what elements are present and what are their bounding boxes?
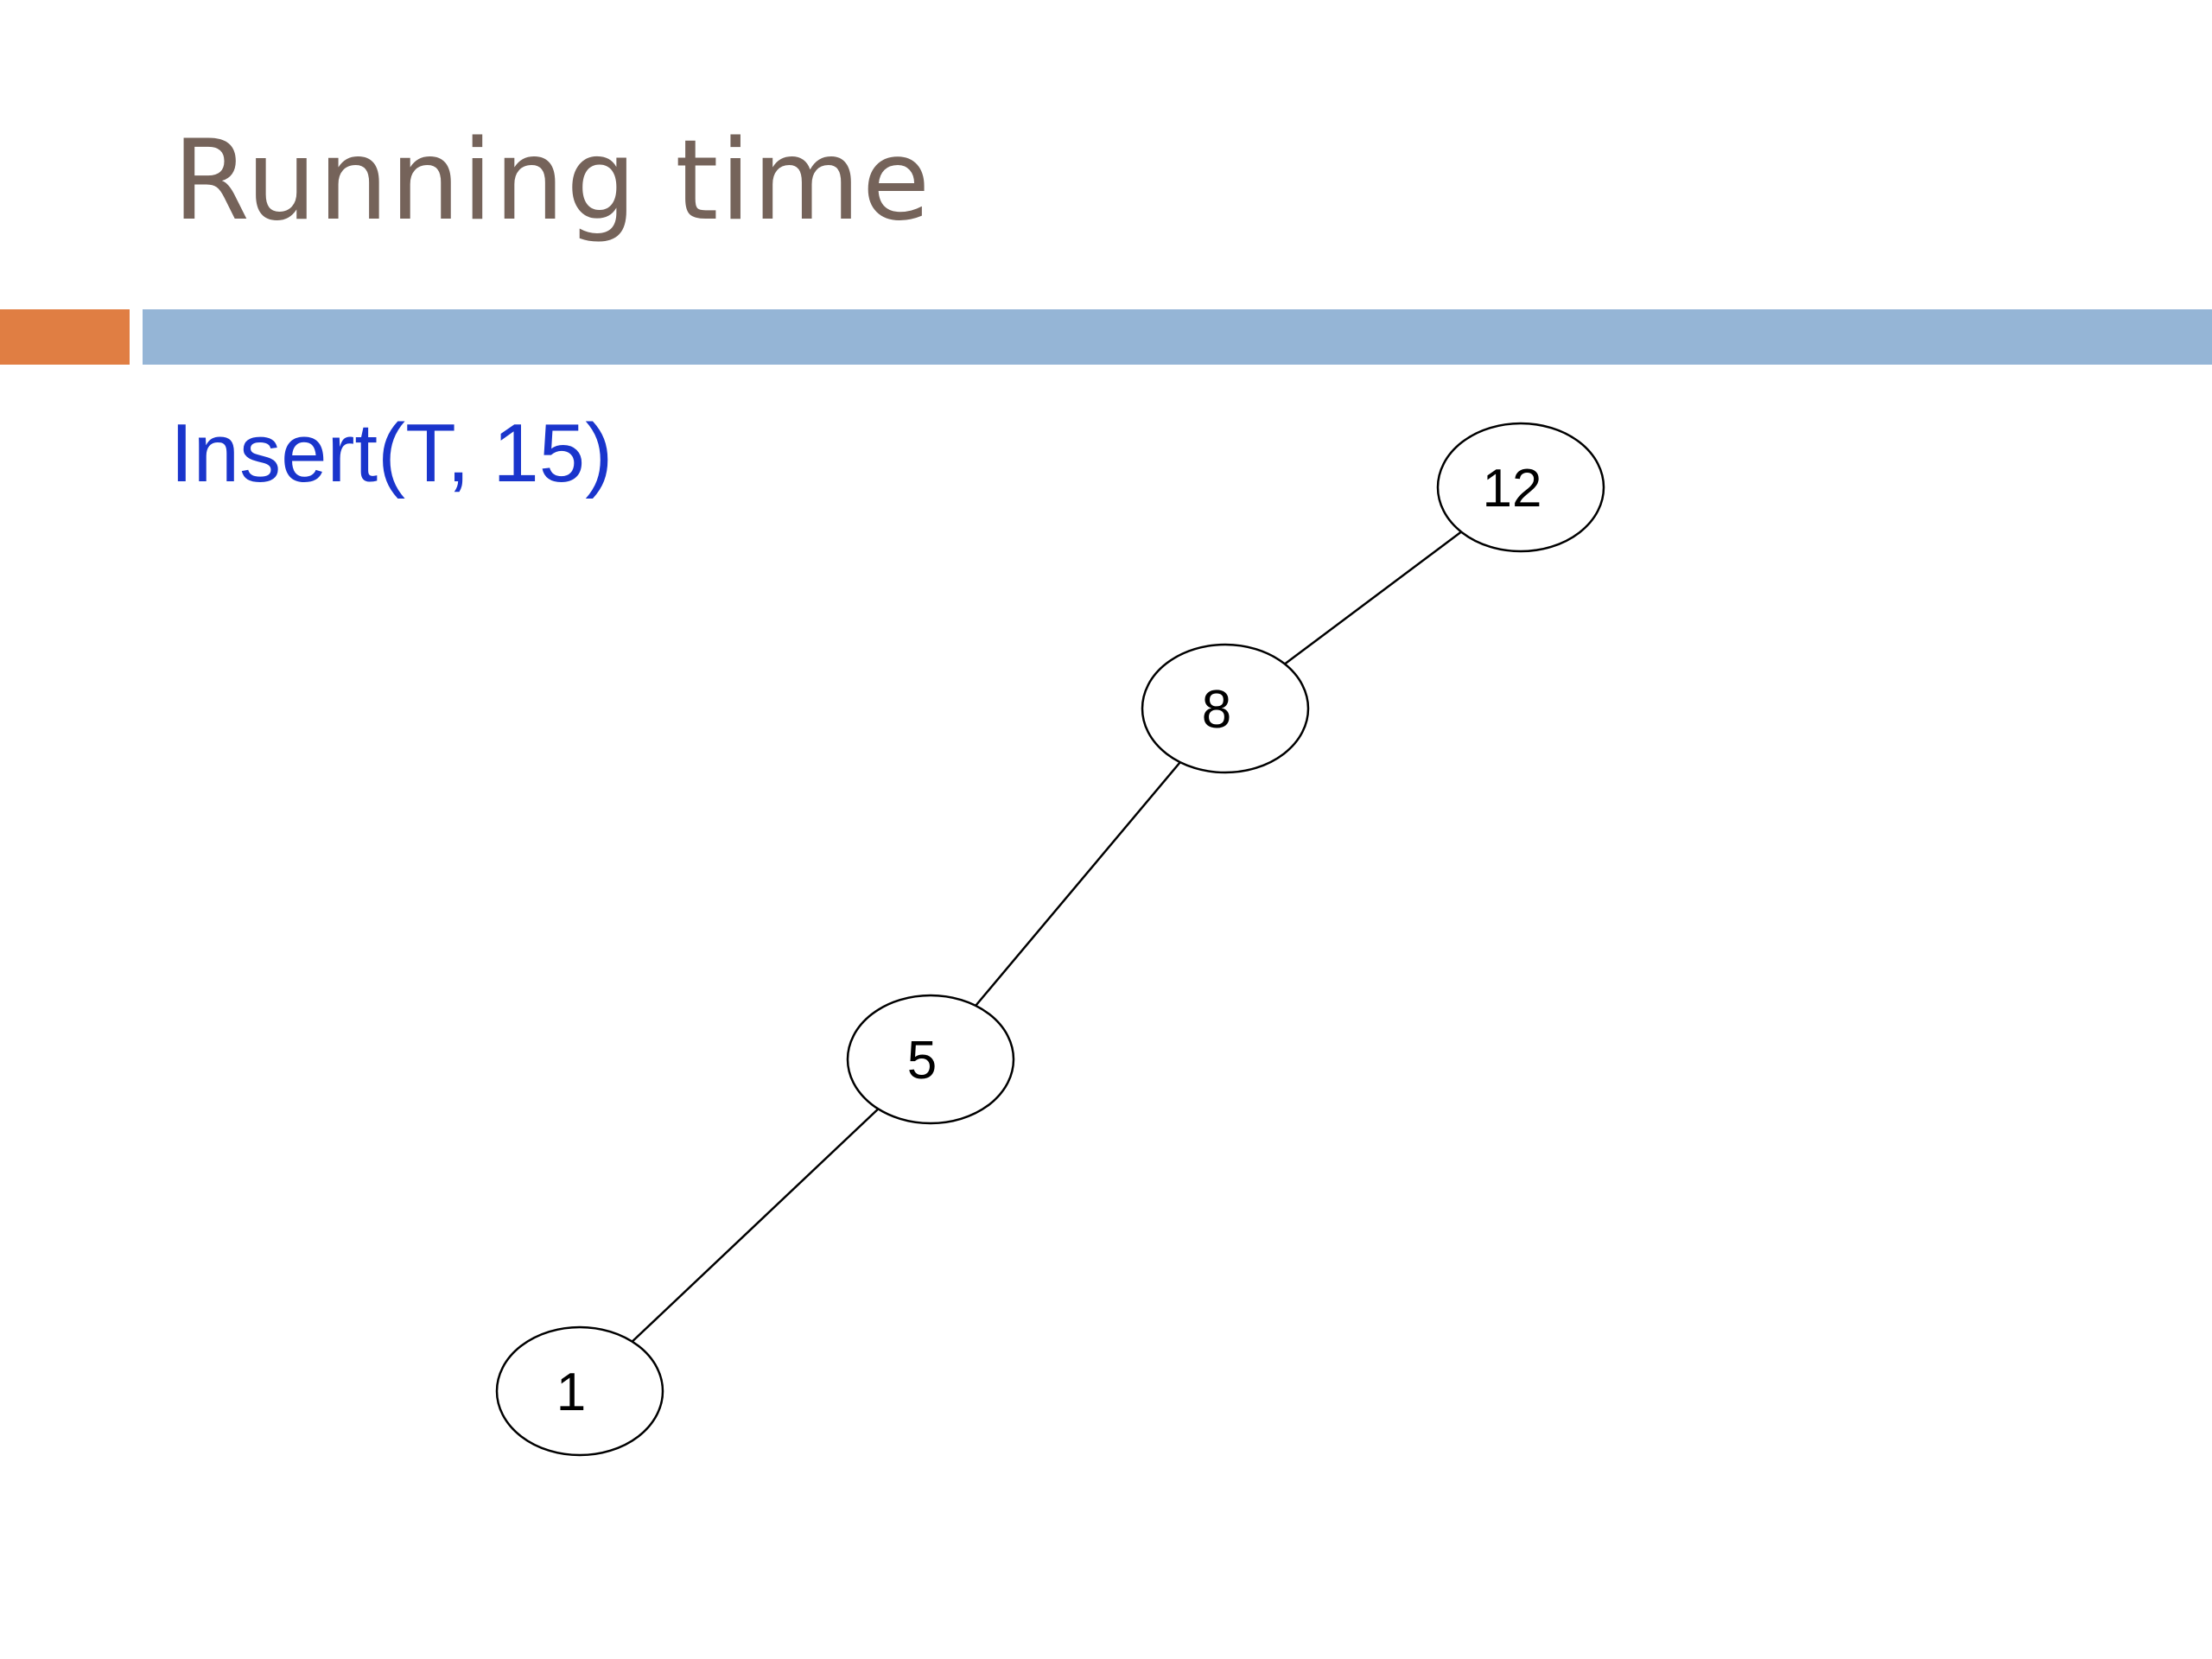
title-accent-bar-orange: [0, 309, 130, 365]
tree-node-8: 8: [1141, 643, 1310, 774]
tree-node-12: 12: [1436, 422, 1605, 553]
tree-node-ellipse: [1141, 643, 1310, 774]
tree-edge-n5-n1: [631, 1108, 880, 1343]
tree-node-5: 5: [846, 994, 1015, 1125]
tree-nodes: 12 8 5 1: [495, 422, 1605, 1457]
tree-node-ellipse: [846, 994, 1015, 1125]
tree-node-label: 1: [556, 1363, 586, 1422]
tree-node-ellipse: [495, 1325, 664, 1457]
tree-edge-n8-n5: [975, 761, 1181, 1007]
tree-node-1: 1: [495, 1325, 664, 1457]
operation-text: Insert(T, 15): [170, 407, 613, 499]
slide-title: Running time: [173, 117, 932, 245]
tree-node-ellipse: [1436, 422, 1605, 553]
tree-edge-n12-n8: [1284, 531, 1462, 665]
tree-node-label: 5: [907, 1031, 937, 1090]
tree-edges: [631, 531, 1462, 1343]
tree-node-label: 8: [1202, 680, 1231, 740]
tree-node-label: 12: [1483, 459, 1542, 518]
title-accent-bar-blue: [143, 309, 2212, 365]
